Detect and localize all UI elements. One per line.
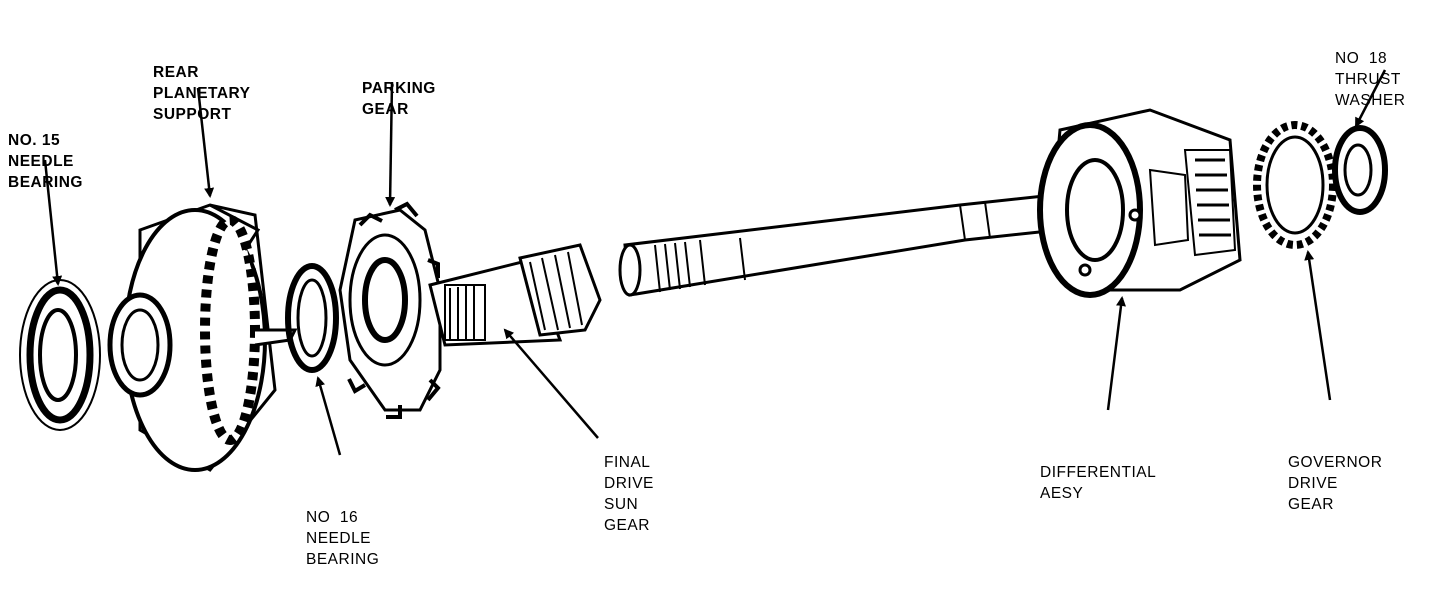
differential-assy-part (1037, 108, 1242, 298)
no18-thrust-washer-part (1332, 125, 1388, 215)
no16-needle-bearing-part (285, 263, 339, 373)
leader-no16 (315, 376, 342, 456)
drawing (19, 69, 1388, 472)
leader-no15 (43, 159, 63, 286)
leader-governor (1304, 250, 1332, 401)
final-drive-sun-gear-part (428, 243, 602, 347)
leader-lines (43, 69, 1387, 456)
leader-differential (1106, 296, 1126, 411)
governor-drive-gear-part (1253, 121, 1337, 249)
leader-rear-support (196, 87, 215, 198)
leader-no18 (1354, 69, 1387, 128)
parking-gear-part (338, 201, 451, 419)
leader-parking-gear (385, 81, 396, 207)
no15-needle-bearing-part (19, 279, 101, 431)
output-shaft-part (618, 188, 1107, 297)
rear-planetary-support-part (107, 203, 298, 472)
leader-final-drive (503, 328, 599, 439)
